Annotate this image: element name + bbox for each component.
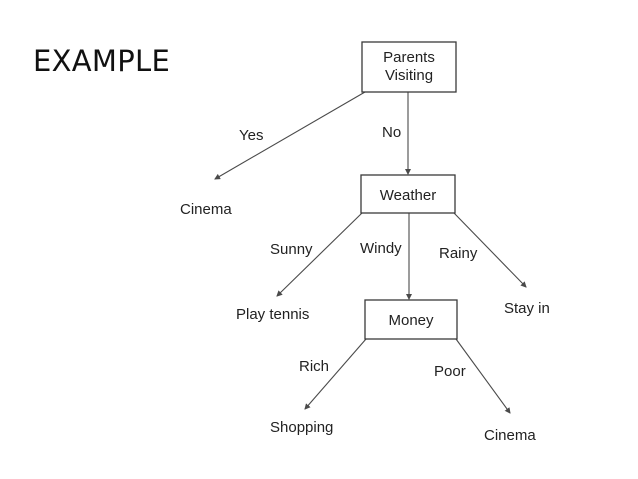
edge-label-poor: Poor — [434, 363, 466, 380]
edge-rainy — [453, 212, 527, 288]
edge-label-sunny: Sunny — [270, 241, 313, 258]
leaf-cinema-top: Cinema — [180, 201, 232, 218]
node-parents-line1: Parents — [383, 49, 435, 66]
node-parents-visiting: Parents Visiting — [361, 41, 457, 93]
edge-label-windy: Windy — [360, 240, 402, 257]
leaf-shopping: Shopping — [270, 419, 333, 436]
edge-poor — [455, 338, 511, 414]
leaf-play-tennis: Play tennis — [236, 306, 309, 323]
edge-sunny — [276, 212, 363, 297]
node-money-label: Money — [388, 312, 434, 329]
node-weather: Weather — [360, 174, 456, 214]
slide-title: EXAMPLE — [33, 44, 171, 78]
edge-label-rich: Rich — [299, 358, 329, 375]
edge-label-no: No — [382, 124, 401, 141]
node-weather-label: Weather — [380, 187, 436, 204]
leaf-stay-in: Stay in — [504, 300, 550, 317]
edge-label-yes: Yes — [239, 127, 263, 144]
edge-label-rainy: Rainy — [439, 245, 478, 262]
edge-rich — [304, 338, 367, 410]
node-parents-line2: Visiting — [385, 67, 433, 84]
edge-yes — [214, 91, 366, 180]
leaf-cinema-bottom: Cinema — [484, 427, 536, 444]
node-money: Money — [364, 299, 458, 340]
